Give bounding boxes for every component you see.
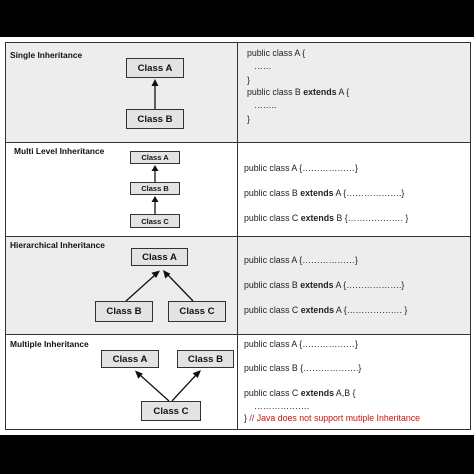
- code-line: public class B {……………….}: [244, 363, 362, 373]
- diagram-cell-single: Single Inheritance Class A Class B: [6, 43, 238, 142]
- class-c-box: Class C: [141, 401, 201, 421]
- inheritance-table: Single Inheritance Class A Class B publi…: [0, 37, 474, 435]
- inheritance-arrows: [151, 165, 159, 214]
- code-line: public class B extends A {……………….}: [244, 188, 405, 198]
- diagram-cell-multilevel: Multi Level Inheritance Class A Class B …: [6, 143, 238, 236]
- diagram-cell-multiple: Multiple Inheritance Class A Class B Cla…: [6, 335, 238, 429]
- code-line: ……………….: [254, 401, 310, 411]
- row-hierarchical-inheritance: Hierarchical Inheritance Class A Class B…: [5, 236, 471, 335]
- row-single-inheritance: Single Inheritance Class A Class B publi…: [5, 42, 471, 143]
- code-line-note: } // Java does not support mutiple Inher…: [244, 413, 421, 423]
- row-multilevel-inheritance: Multi Level Inheritance Class A Class B …: [5, 142, 471, 237]
- code-line: public class A {………………}: [244, 255, 358, 265]
- class-c-box: Class C: [168, 301, 226, 322]
- code-line: public class C extends B {………………. }: [244, 213, 409, 223]
- inheritance-arrow: [151, 79, 159, 109]
- code-line: }: [247, 75, 250, 85]
- code-line: public class A {………………}: [244, 163, 358, 173]
- java-note: // Java does not support mutiple Inherit…: [246, 413, 421, 423]
- inheritance-arrows: [135, 370, 201, 402]
- code-line: ……..: [254, 100, 277, 110]
- class-a-box: Class A: [130, 151, 180, 164]
- code-line: public class C extends A {………………. }: [244, 305, 408, 315]
- class-b-box: Class B: [177, 350, 234, 368]
- class-b-box: Class B: [95, 301, 153, 322]
- class-b-box: Class B: [126, 109, 184, 129]
- class-b-box: Class B: [130, 182, 180, 195]
- class-a-box: Class A: [126, 58, 184, 78]
- class-c-box: Class C: [130, 214, 180, 228]
- row-title: Hierarchical Inheritance: [10, 240, 105, 250]
- code-line: public class A {: [247, 48, 306, 58]
- diagram-cell-hierarchical: Hierarchical Inheritance Class A Class B…: [6, 237, 238, 334]
- code-line: public class C extends A,B {: [244, 388, 356, 398]
- inheritance-arrows: [125, 270, 194, 302]
- class-a-box: Class A: [131, 248, 188, 266]
- row-title: Multi Level Inheritance: [14, 146, 105, 156]
- row-title: Single Inheritance: [10, 50, 83, 60]
- class-a-box: Class A: [101, 350, 159, 368]
- code-line: public class B extends A {……………….}: [244, 280, 405, 290]
- row-multiple-inheritance: Multiple Inheritance Class A Class B Cla…: [5, 334, 471, 430]
- code-line: ……: [254, 61, 272, 71]
- code-line: }: [247, 114, 250, 124]
- code-line: public class B extends A {: [247, 87, 350, 97]
- row-title: Multiple Inheritance: [10, 339, 89, 349]
- code-line: public class A {………………}: [244, 339, 358, 349]
